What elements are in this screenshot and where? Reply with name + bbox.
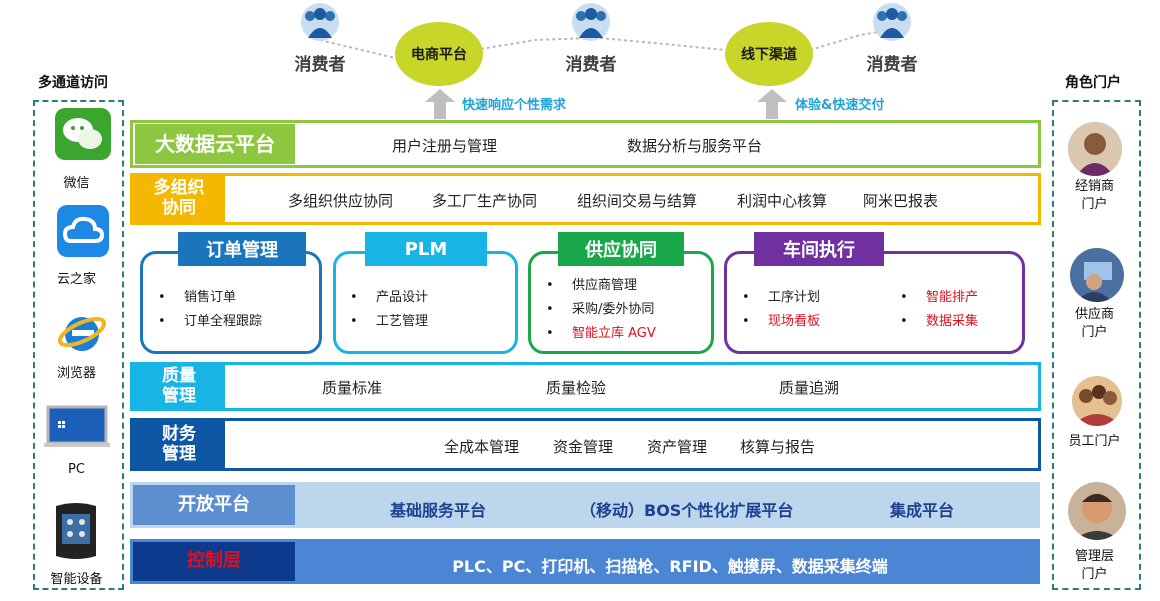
up-arrow-icon: [425, 89, 455, 119]
layer-item: （移动）BOS个性化扩展平台: [580, 501, 794, 520]
left-item-label: 智能设备: [50, 572, 103, 587]
consumer-icon: [301, 3, 339, 41]
consumer-icon: [572, 3, 610, 41]
module-bullet: 智能排产: [900, 286, 978, 305]
right-item-label: 经销商 门户: [1074, 179, 1114, 212]
supplier-avatar[interactable]: [1070, 248, 1124, 302]
module-bullet: 工序计划: [742, 286, 820, 305]
right-item-label: 管理层 门户: [1074, 549, 1114, 582]
layer-tag: 质量 管理: [133, 365, 225, 408]
note-right: 体验&快速交付: [795, 98, 885, 113]
module-bullet: 销售订单: [158, 286, 236, 305]
left-item-label: 微信: [63, 176, 90, 191]
offline-channel: 线下渠道: [725, 22, 813, 86]
layer-tag: 开放平台: [133, 485, 295, 525]
cloud-home-icon[interactable]: [57, 205, 109, 257]
consumer-2: 消费者: [536, 2, 646, 75]
note-left: 快速响应个性需求: [462, 98, 567, 113]
browser-icon[interactable]: [56, 308, 108, 358]
layer-bigdata: [130, 120, 1041, 168]
layer-item: 质量追溯: [779, 379, 840, 397]
layer-item: 阿米巴报表: [863, 192, 939, 210]
right-panel: [1052, 100, 1141, 590]
consumer-label: 消费者: [294, 55, 346, 75]
consumer-1: 消费者: [265, 2, 375, 75]
consumer-label: 消费者: [866, 55, 918, 75]
layer-item: 资金管理: [553, 438, 614, 456]
layer-item: 多组织供应协同: [288, 192, 394, 210]
module-bullet: 现场看板: [742, 310, 820, 329]
layer-item: 基础服务平台: [390, 501, 487, 520]
layer-item: 资产管理: [647, 438, 708, 456]
module-bullet: 智能立库 AGV: [546, 322, 656, 341]
consumer-label: 消费者: [565, 55, 617, 75]
consumer-3: 消费者: [837, 2, 947, 75]
layer-item: 核算与报告: [740, 438, 816, 456]
layer-quality: [130, 362, 1041, 411]
wechat-icon[interactable]: [55, 108, 111, 160]
layer-tag: 控制层: [133, 542, 295, 581]
right-item-label: 员工门户: [1068, 434, 1121, 449]
module-bullet: 工艺管理: [350, 310, 428, 329]
control-devices: PLC、PC、打印机、扫描枪、RFID、触摸屏、数据采集终端: [452, 557, 888, 576]
module-bullet: 采购/委外协同: [546, 298, 654, 317]
module-bullet: 数据采集: [900, 310, 978, 329]
employee-avatar[interactable]: [1072, 376, 1122, 426]
right-item-label: 供应商 门户: [1074, 307, 1114, 340]
layer-tag: 大数据云平台: [135, 124, 295, 164]
module-title: 订单管理: [178, 232, 306, 266]
layer-item: 集成平台: [890, 501, 955, 520]
layer-item: 质量标准: [322, 379, 383, 397]
module-title: 供应协同: [558, 232, 684, 266]
up-arrow-icon: [757, 89, 787, 119]
layer-item: 利润中心核算: [737, 192, 828, 210]
layer-finance: [130, 418, 1041, 471]
module-bullet: 产品设计: [350, 286, 428, 305]
layer-item: 用户注册与管理: [392, 137, 498, 155]
layer-tag: 财务 管理: [133, 421, 225, 468]
layer-item: 全成本管理: [444, 438, 520, 456]
layer-tag: 多组织 协同: [133, 176, 225, 222]
layer-item: 数据分析与服务平台: [627, 137, 763, 155]
smart-device-icon[interactable]: [50, 500, 102, 562]
module-title: PLM: [365, 232, 487, 266]
manager-avatar[interactable]: [1068, 482, 1126, 540]
module-bullet: 订单全程跟踪: [158, 310, 262, 329]
dealer-avatar[interactable]: [1068, 122, 1122, 176]
layer-item: 质量检验: [546, 379, 607, 397]
layer-multiorg: [130, 173, 1041, 225]
module-bullet: 供应商管理: [546, 274, 637, 293]
layer-item: 组织间交易与结算: [577, 192, 698, 210]
left-item-label: PC: [68, 462, 85, 477]
left-panel: [33, 100, 124, 590]
layer-item: 多工厂生产协同: [432, 192, 538, 210]
left-item-label: 云之家: [56, 272, 96, 287]
left-item-label: 浏览器: [56, 366, 96, 381]
module-title: 车间执行: [754, 232, 884, 266]
right-panel-title: 角色门户: [1065, 75, 1121, 91]
pc-icon[interactable]: [44, 405, 110, 449]
consumer-icon: [873, 3, 911, 41]
left-panel-title: 多通道访问: [38, 75, 108, 91]
ecommerce-platform: 电商平台: [395, 22, 483, 86]
